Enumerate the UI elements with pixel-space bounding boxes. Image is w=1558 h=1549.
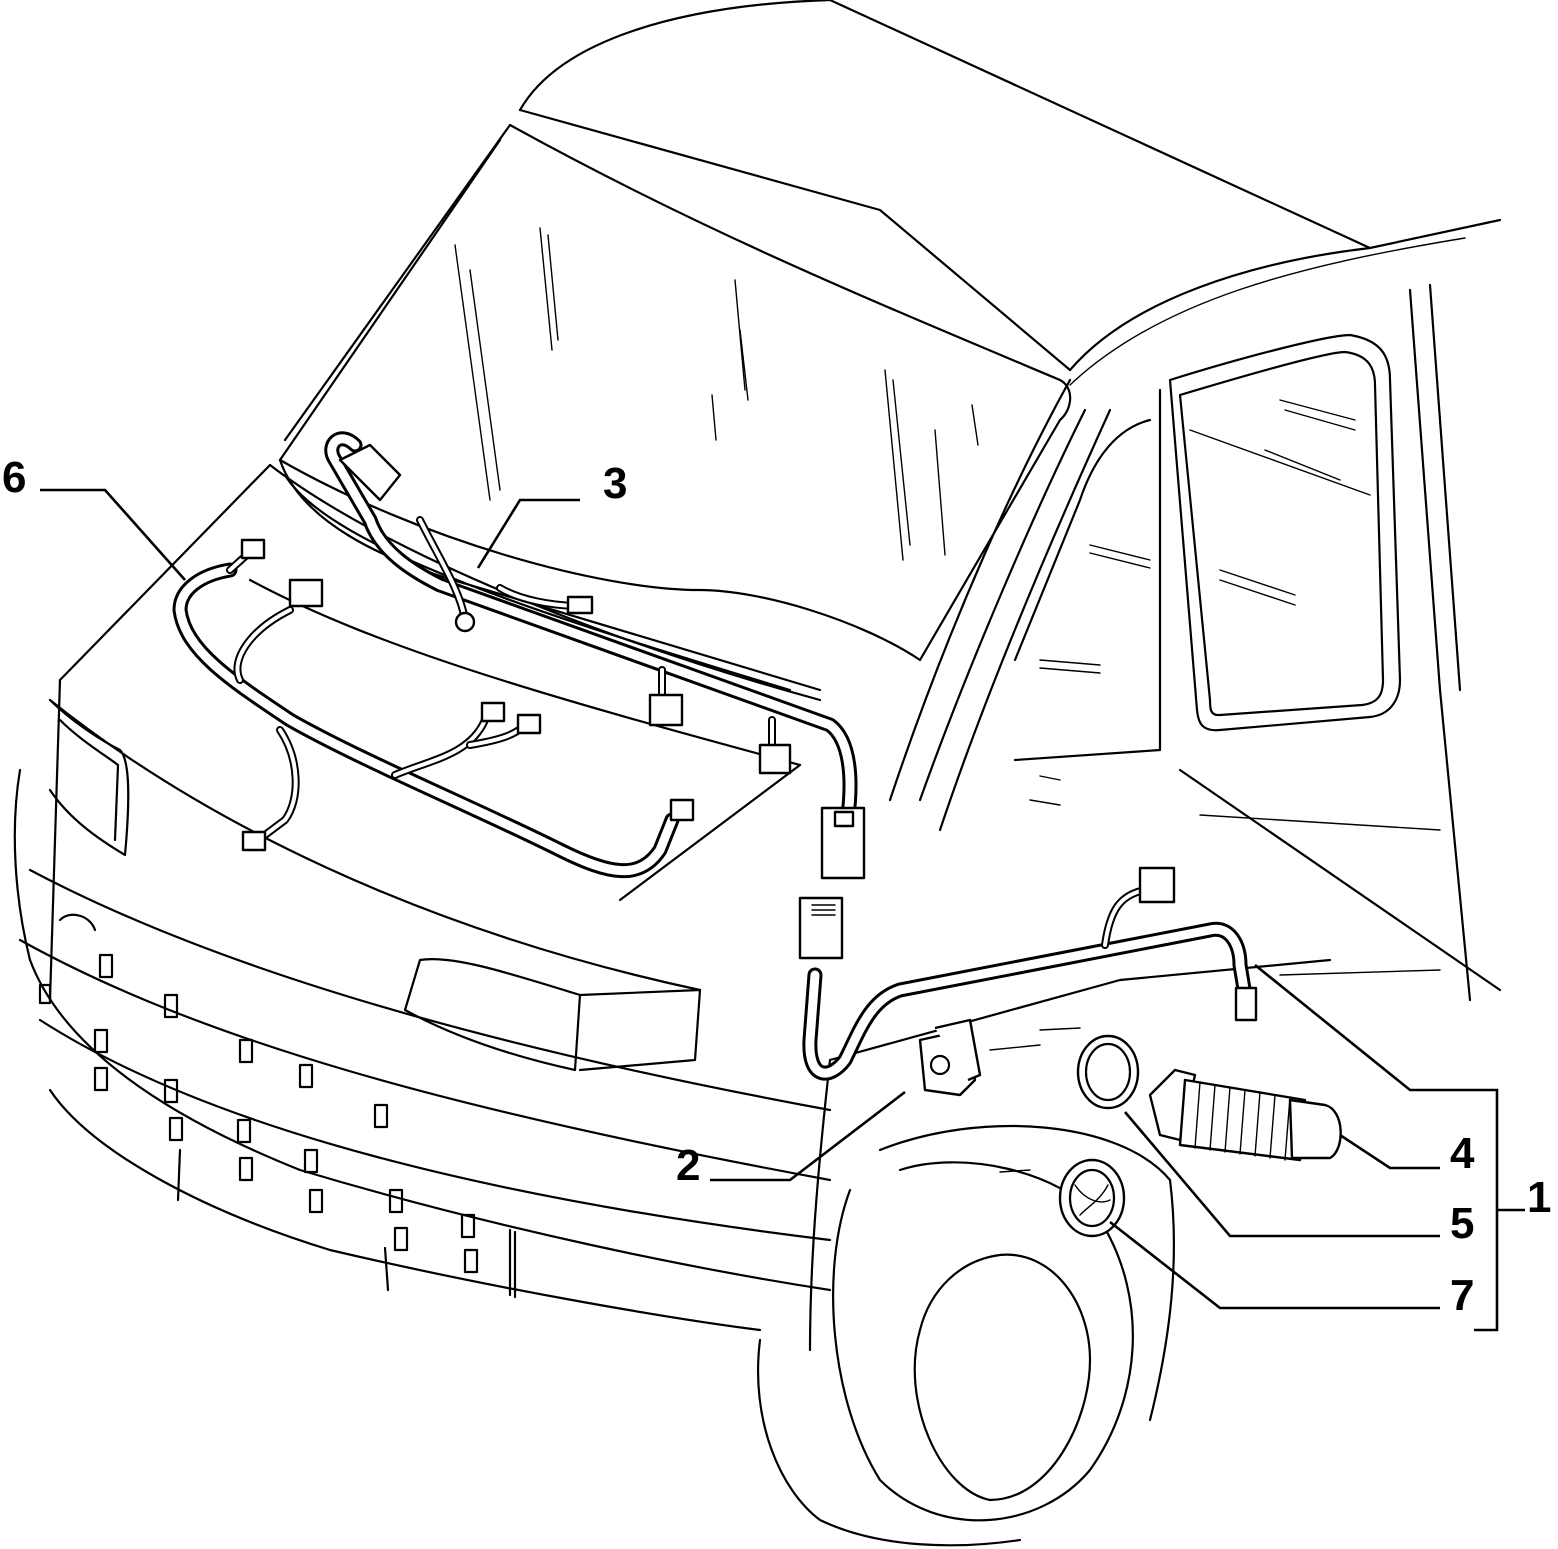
bellows-grommet-4: [1148, 1068, 1342, 1162]
plug-7: [1058, 1158, 1126, 1238]
plug-5: [1076, 1034, 1140, 1110]
grommet-2: [918, 1018, 982, 1097]
wiring-harness-1: [798, 866, 1258, 1081]
callout-3: 3: [603, 459, 627, 508]
callout-6: 6: [2, 453, 26, 502]
callout-1: 1: [1527, 1173, 1551, 1222]
callout-7: 7: [1450, 1271, 1474, 1320]
wiring-harness-3: [324, 431, 866, 880]
callout-5: 5: [1450, 1199, 1474, 1248]
wiring-harness-6: [172, 538, 695, 879]
callout-4: 4: [1450, 1129, 1475, 1178]
leader-lines: [40, 488, 1525, 1332]
van-body-outline: [13, 0, 1502, 1547]
grille-studs: [38, 953, 479, 1292]
callout-2: 2: [676, 1141, 700, 1190]
